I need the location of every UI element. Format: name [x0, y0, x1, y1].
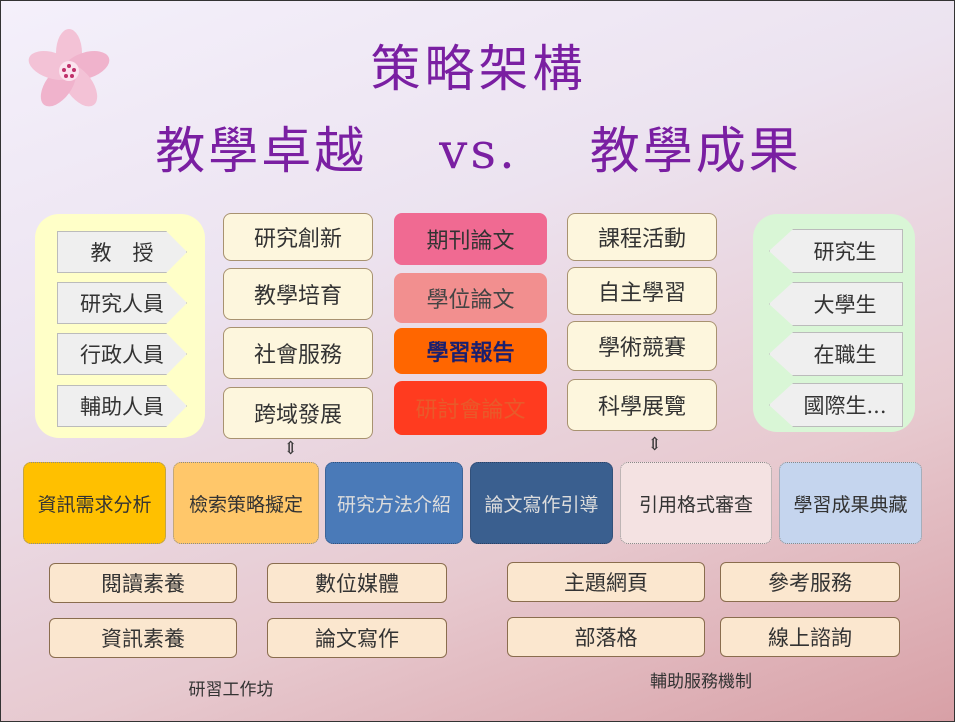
service-writing-guidance: 論文寫作引導	[470, 462, 613, 544]
staff-admin: 行政人員	[57, 333, 187, 375]
outcome-selfstudy: 自主學習	[567, 267, 717, 315]
workshop-digital-media: 數位媒體	[267, 563, 447, 603]
flower-logo-icon	[28, 29, 110, 107]
outcome-competition: 學術競賽	[567, 321, 717, 371]
output-journal: 期刊論文	[394, 213, 547, 265]
outcome-course: 課程活動	[567, 213, 717, 261]
output-thesis: 學位論文	[394, 273, 547, 323]
connector-left-icon: ⇕	[283, 438, 299, 459]
staff-assistant: 輔助人員	[57, 385, 187, 427]
goal-teaching: 教學培育	[223, 268, 373, 320]
support-caption: 輔助服務機制	[650, 672, 752, 692]
service-archive: 學習成果典藏	[779, 462, 922, 544]
service-needs-analysis: 資訊需求分析	[23, 462, 166, 544]
staff-professor: 教 授	[57, 231, 187, 273]
student-undergrad: 大學生	[769, 282, 903, 326]
workshops-caption: 研習工作坊	[188, 680, 274, 700]
goal-crossdomain: 跨域發展	[223, 387, 373, 439]
support-online-consult: 線上諮詢	[720, 617, 900, 657]
outcome-exhibition: 科學展覽	[567, 379, 717, 431]
slide-title: 策略架構	[370, 40, 587, 98]
service-search-strategy: 檢索策略擬定	[173, 462, 319, 544]
workshop-information: 資訊素養	[49, 618, 237, 658]
support-topic-pages: 主題網頁	[507, 562, 705, 602]
goal-service: 社會服務	[223, 327, 373, 379]
goal-research: 研究創新	[223, 213, 373, 261]
slide-subtitle: 教學卓越 vs. 教學成果	[155, 122, 802, 180]
staff-researcher: 研究人員	[57, 282, 187, 324]
support-reference: 參考服務	[720, 562, 900, 602]
output-conference: 研討會論文	[394, 381, 547, 435]
student-international: 國際生...	[769, 383, 903, 427]
student-inservice: 在職生	[769, 332, 903, 376]
workshop-reading: 閱讀素養	[49, 563, 237, 603]
service-citation-review: 引用格式審查	[620, 462, 772, 544]
student-graduate: 研究生	[769, 229, 903, 273]
workshop-thesis-writing: 論文寫作	[267, 618, 447, 658]
service-research-methods: 研究方法介紹	[325, 462, 463, 544]
support-blog: 部落格	[507, 617, 705, 657]
connector-right-icon: ⇕	[647, 434, 663, 455]
output-report: 學習報告	[394, 328, 547, 374]
